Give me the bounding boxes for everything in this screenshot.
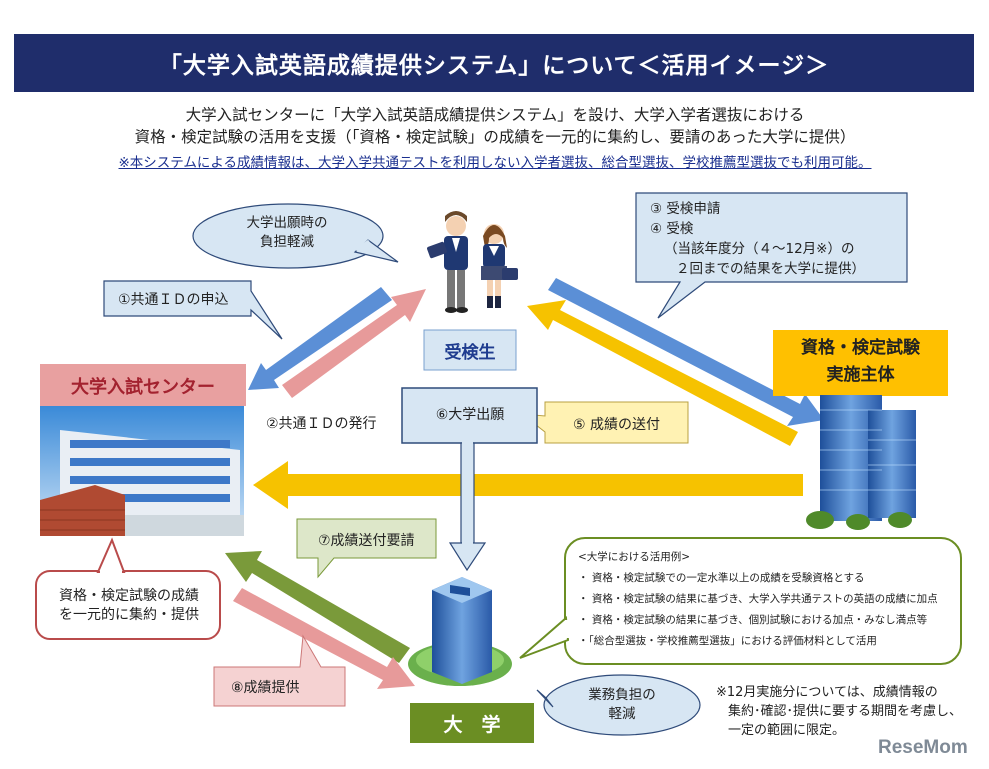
center-role-text-2: を一元的に集約・提供	[59, 607, 199, 623]
center-label: 大学入試センター	[71, 377, 215, 398]
footnote-line-2: 集約･確認･提供に要する期間を考慮し、	[728, 704, 963, 719]
footnote-line-1: ※12月実施分については、成績情報の	[716, 685, 938, 700]
usage-heading: <大学における活用例>	[578, 551, 691, 563]
univ-benefit-text-2: 軽減	[608, 706, 636, 722]
usage-item: ・ 資格・検定試験での一定水準以上の成績を受験資格とする	[578, 572, 865, 584]
step8-bubble	[213, 634, 346, 707]
usage-box	[519, 537, 962, 665]
testing-body-building-illustration	[806, 395, 916, 530]
step1-label: ①共通ＩＤの申込	[118, 292, 229, 308]
page-title: 「大学入試英語成績提供システム」について＜活用イメージ＞	[14, 34, 974, 92]
usage-item: ・「総合型選抜・学校推薦型選抜」における評価材料として活用	[578, 635, 877, 647]
university-label: 大 学	[443, 714, 501, 736]
testing-body-label-2: 実施主体	[826, 365, 895, 385]
step4-arrow	[527, 300, 798, 446]
watermark-logo: ReseMom	[878, 737, 968, 758]
center-role-bubble	[35, 537, 221, 640]
testing-body-label-1: 資格・検定試験	[801, 338, 920, 358]
university-building-illustration	[408, 577, 512, 686]
univ-benefit-text-1: 業務負担の	[588, 687, 656, 703]
step6-label: ⑥大学出願	[435, 407, 505, 423]
intro-line-1: 大学入試センターに「大学入試英語成績提供システム」を設け、大学入学者選抜における	[185, 106, 805, 124]
intro-note: ※本システムによる成績情報は、大学入学共通テストを利用しない入学者選抜、総合型選…	[118, 155, 872, 171]
steps34-detail-1: （当該年度分（４～12月※）の	[664, 241, 855, 257]
step7-bubble	[296, 518, 437, 579]
step8-arrow	[233, 588, 415, 689]
step1-bubble	[103, 280, 283, 340]
intro-line-2: 資格・検定試験の活用を支援（「資格・検定試験」の成績を一元的に集約し、要請のあっ…	[134, 128, 856, 146]
step1-arrow	[248, 287, 392, 390]
student-benefit-text-1: 大学出願時の	[246, 215, 328, 231]
center-building-illustration	[40, 406, 244, 536]
usage-item: ・ 資格・検定試験の結果に基づき、個別試験における加点・みなし満点等	[578, 614, 928, 626]
univ-benefit-bubble	[536, 674, 701, 736]
step3-text: ③ 受検申請	[650, 201, 721, 217]
student-illustration	[427, 211, 518, 313]
step2-arrow	[282, 289, 426, 398]
step5-label: ⑤ 成績の送付	[573, 417, 661, 433]
student-benefit-text-2: 負担軽減	[260, 234, 314, 250]
step7-arrow	[225, 551, 410, 663]
center-role-text-1: 資格・検定試験の成績	[59, 588, 199, 604]
step5-bubble	[520, 401, 689, 444]
footnote-line-3: 一定の範囲に限定。	[728, 723, 846, 738]
student-benefit-bubble	[192, 203, 399, 269]
student-label-box	[423, 329, 517, 371]
student-label: 受検生	[444, 343, 496, 363]
step3-arrow	[548, 278, 824, 426]
step2-label: ②共通ＩＤの発行	[266, 416, 377, 432]
step5-arrow	[253, 461, 803, 509]
step6-box	[401, 387, 538, 572]
step4-text: ④ 受検	[650, 221, 694, 237]
center-label-box	[40, 364, 246, 406]
step8-label: ⑧成績提供	[231, 680, 300, 696]
steps34-bubble	[635, 192, 908, 319]
step7-label: ⑦成績送付要請	[318, 533, 415, 549]
testing-body-label-box	[773, 330, 948, 396]
university-label-box	[410, 703, 534, 743]
usage-item: ・ 資格・検定試験の結果に基づき、大学入学共通テストの英語の成績に加点	[578, 593, 938, 605]
steps34-detail-2: ２回までの結果を大学に提供）	[676, 261, 865, 277]
